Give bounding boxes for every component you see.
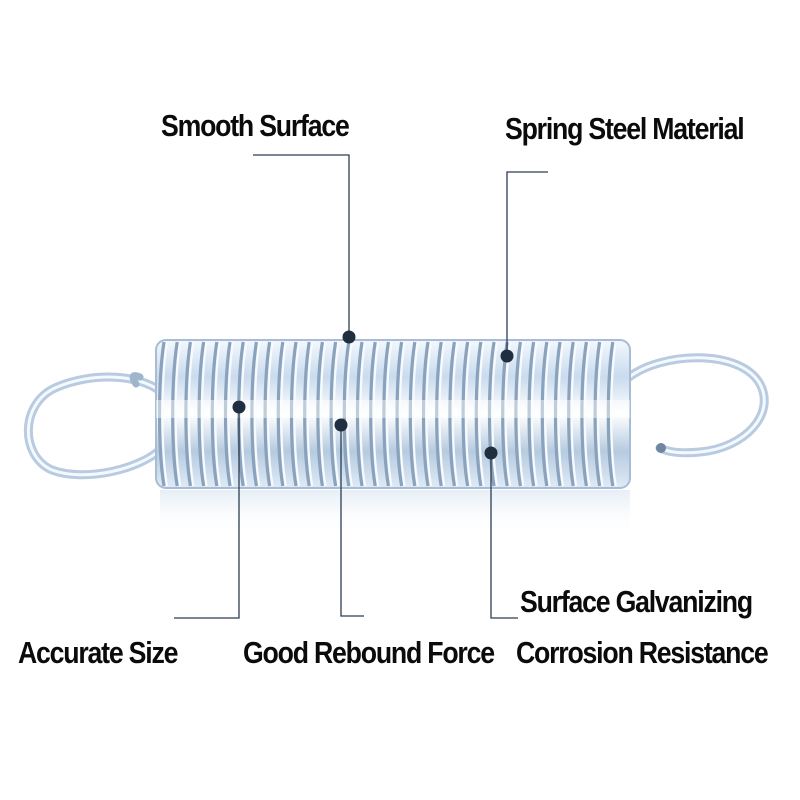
callout-dot-smooth-surface: [342, 330, 356, 344]
coil-turn: [593, 341, 602, 487]
right-hook: [623, 353, 769, 458]
callout-line-smooth-surface: [253, 154, 350, 337]
coil-highlight: [597, 341, 604, 487]
label-good-rebound-force: Good Rebound Force: [243, 635, 495, 670]
callout-dot-galvanizing: [484, 446, 498, 460]
coil-highlight: [201, 341, 208, 487]
coil-turn: [329, 341, 338, 487]
coil-turn: [487, 341, 496, 487]
coil-turn: [263, 341, 272, 487]
coil-turn: [421, 341, 430, 487]
coil-turn: [527, 341, 536, 487]
coil-turn: [448, 341, 456, 487]
coil-highlight: [399, 341, 406, 487]
coil-highlight: [214, 341, 221, 487]
coil-turn: [303, 341, 311, 487]
coil-turn: [223, 341, 232, 487]
coil-highlight: [306, 341, 314, 487]
coil-turn: [382, 341, 390, 487]
coil-highlight: [544, 341, 551, 487]
coil-highlight: [161, 341, 169, 487]
coil-highlight: [531, 341, 538, 487]
callout-dots: [232, 330, 514, 460]
callout-dot-spring-steel: [500, 349, 514, 363]
coil-turn: [250, 341, 258, 487]
coil-highlight: [227, 341, 235, 487]
label-corrosion-resistance: Corrosion Resistance: [516, 635, 769, 670]
callout-line-galvanizing: [490, 453, 518, 619]
coil-highlight: [253, 341, 261, 487]
coil-highlight: [240, 341, 248, 487]
coil-turn: [316, 341, 324, 487]
callout-dot-accurate-size: [232, 400, 246, 414]
coil-turn: [408, 341, 417, 487]
spring-coils: [157, 341, 617, 487]
coil-turn: [514, 341, 522, 487]
coil-highlight: [425, 341, 433, 487]
coil-highlight: [267, 341, 274, 487]
coil-turn: [171, 341, 179, 487]
label-smooth-surface: Smooth Surface: [161, 108, 350, 143]
coil-highlight: [517, 341, 525, 487]
label-accurate-size: Accurate Size: [18, 635, 178, 670]
coil-highlight: [465, 341, 472, 487]
coil-highlight: [557, 341, 565, 487]
spring-body: [156, 340, 630, 488]
coil-turn: [184, 341, 192, 487]
label-surface-galvanizing: Surface Galvanizing: [520, 584, 753, 619]
coil-turn: [461, 341, 470, 487]
coil-turn: [157, 341, 166, 487]
coil-turn: [276, 341, 285, 487]
coil-turn: [567, 341, 575, 487]
coil-highlight: [412, 341, 419, 487]
coil-turn: [395, 341, 404, 487]
coil-highlight: [478, 341, 485, 487]
coil-highlight: [385, 341, 393, 487]
coil-turn: [210, 341, 219, 487]
coil-turn: [342, 341, 351, 487]
coil-highlight: [570, 341, 578, 487]
coil-turn: [435, 341, 443, 487]
coil-turn: [289, 341, 298, 487]
coil-turn: [369, 341, 377, 487]
callout-line-accurate-size: [174, 407, 240, 619]
coil-highlight: [491, 341, 499, 487]
coil-highlight: [583, 341, 591, 487]
coil-highlight: [438, 341, 446, 487]
callout-dot-good-rebound: [334, 418, 348, 432]
coil-turn: [540, 341, 549, 487]
coil-highlight: [610, 341, 617, 487]
callout-lines: [174, 154, 548, 619]
coil-highlight: [187, 341, 195, 487]
coil-highlight: [293, 341, 301, 487]
coil-turn: [606, 341, 615, 487]
coil-highlight: [319, 341, 327, 487]
coil-highlight: [372, 341, 380, 487]
callout-line-spring-steel: [506, 171, 548, 356]
coil-highlight: [346, 341, 353, 487]
coil-turn: [197, 341, 206, 487]
coil-highlight: [174, 341, 182, 487]
spring-reflection: [160, 490, 630, 535]
coil-turn: [553, 341, 562, 487]
coil-highlight: [451, 341, 459, 487]
coil-turn: [474, 341, 483, 487]
label-spring-steel-material: Spring Steel Material: [505, 111, 745, 146]
callout-line-good-rebound: [340, 425, 364, 617]
coil-highlight: [359, 341, 367, 487]
coil-highlight: [280, 341, 287, 487]
coil-turn: [580, 341, 588, 487]
coil-turn: [355, 341, 364, 487]
coil-highlight: [333, 341, 340, 487]
